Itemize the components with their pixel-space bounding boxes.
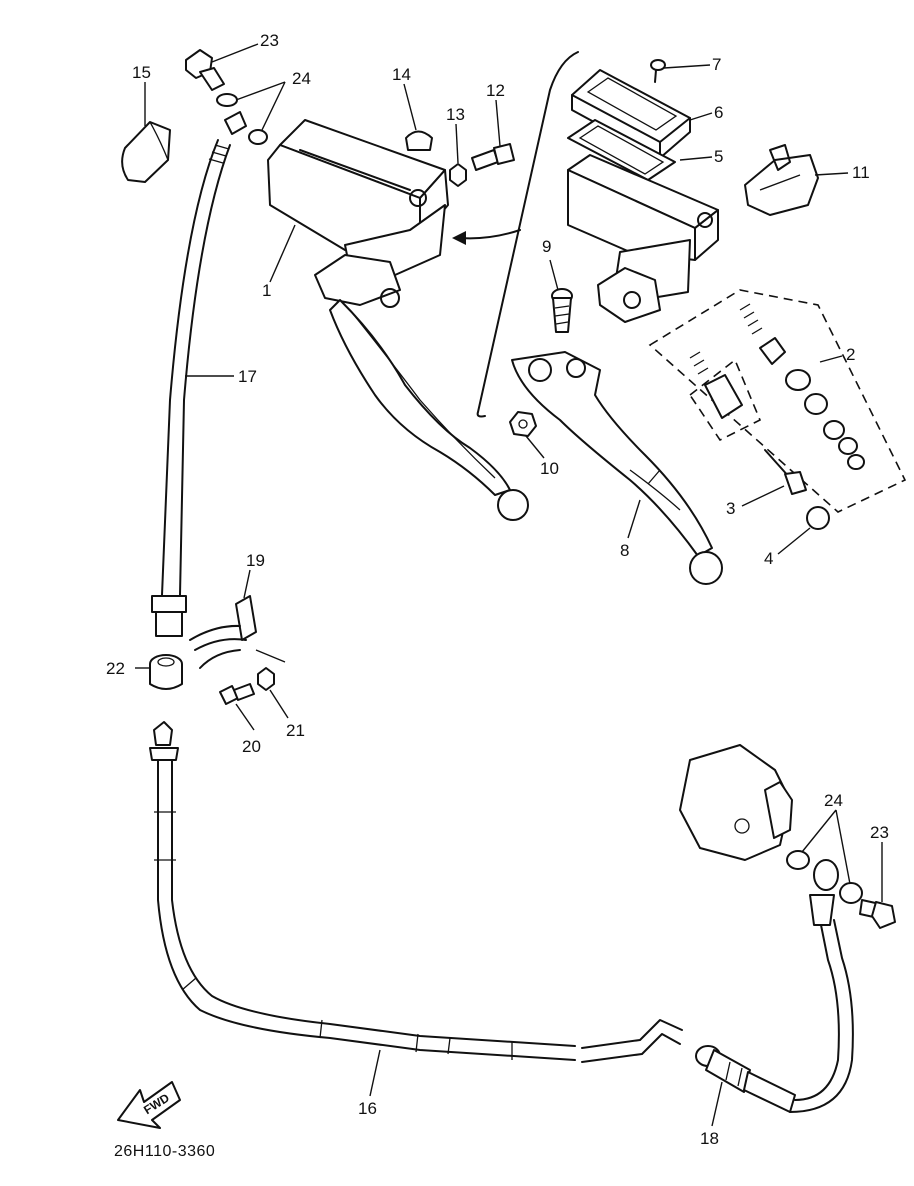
divider-arrow	[452, 51, 579, 418]
callout-18: 18	[700, 1129, 719, 1148]
master-cylinder-assembly	[267, 119, 529, 521]
callout-24-bottom: 24	[824, 791, 843, 810]
callout-11: 11	[852, 163, 870, 182]
bolt-20	[219, 683, 255, 705]
leader-lines	[135, 43, 883, 1127]
callout-4: 4	[764, 549, 773, 568]
banjo-fitting-bottom	[809, 859, 839, 926]
callout-16: 16	[358, 1099, 377, 1118]
bracket-11	[744, 144, 819, 216]
nut-10	[509, 411, 537, 437]
callout-10: 10	[540, 459, 559, 478]
washer-24-bottom-a	[786, 850, 810, 870]
callout-17: 17	[238, 367, 257, 386]
ball-4	[806, 506, 830, 530]
callout-14: 14	[392, 65, 411, 84]
master-cylinder-exploded	[567, 69, 719, 323]
callout-12: 12	[486, 81, 505, 100]
callout-1: 1	[262, 281, 271, 300]
callout-8: 8	[620, 541, 629, 560]
cap-14	[405, 130, 433, 151]
screw-7	[650, 59, 666, 83]
callout-3: 3	[726, 499, 735, 518]
callout-13: 13	[446, 105, 465, 124]
drawing-code: 26H110-3360	[114, 1143, 215, 1160]
hose-fitting-18	[695, 919, 854, 1113]
callout-20: 20	[242, 737, 261, 756]
fwd-arrow-icon: FWD	[117, 1081, 181, 1129]
callout-9: 9	[542, 237, 551, 256]
brake-caliper	[679, 744, 793, 861]
washer-24-top-b	[248, 129, 268, 145]
piston-kit-2	[648, 289, 907, 513]
callout-23-bottom: 23	[870, 823, 889, 842]
nut-13	[449, 163, 467, 187]
callout-6: 6	[714, 103, 723, 122]
clamp-19	[189, 595, 286, 669]
callout-7: 7	[712, 55, 721, 74]
callout-labels: 23 24 15 14 13 12 1 7 6 5 11 9 10 2 3 4 …	[106, 31, 889, 1148]
callout-24-top: 24	[292, 69, 311, 88]
boot-15	[121, 121, 171, 183]
brake-hose-16	[149, 721, 683, 1063]
washer-24-bottom-b	[839, 882, 863, 904]
lever-8	[511, 351, 723, 585]
bolt-12	[471, 143, 515, 171]
callout-19: 19	[246, 551, 265, 570]
bolt-9	[551, 288, 573, 333]
banjo-bolt-23-bottom	[859, 899, 896, 929]
callout-5: 5	[714, 147, 723, 166]
banjo-bolt-23-top	[185, 49, 225, 91]
nut-21	[257, 667, 275, 691]
callout-21: 21	[286, 721, 305, 740]
brake-hose-17	[151, 111, 247, 637]
grommet-22	[149, 654, 183, 690]
callout-2: 2	[846, 345, 855, 364]
callout-22: 22	[106, 659, 125, 678]
washer-24-top-a	[216, 93, 238, 107]
callout-15: 15	[132, 63, 151, 82]
callout-23-top: 23	[260, 31, 279, 50]
